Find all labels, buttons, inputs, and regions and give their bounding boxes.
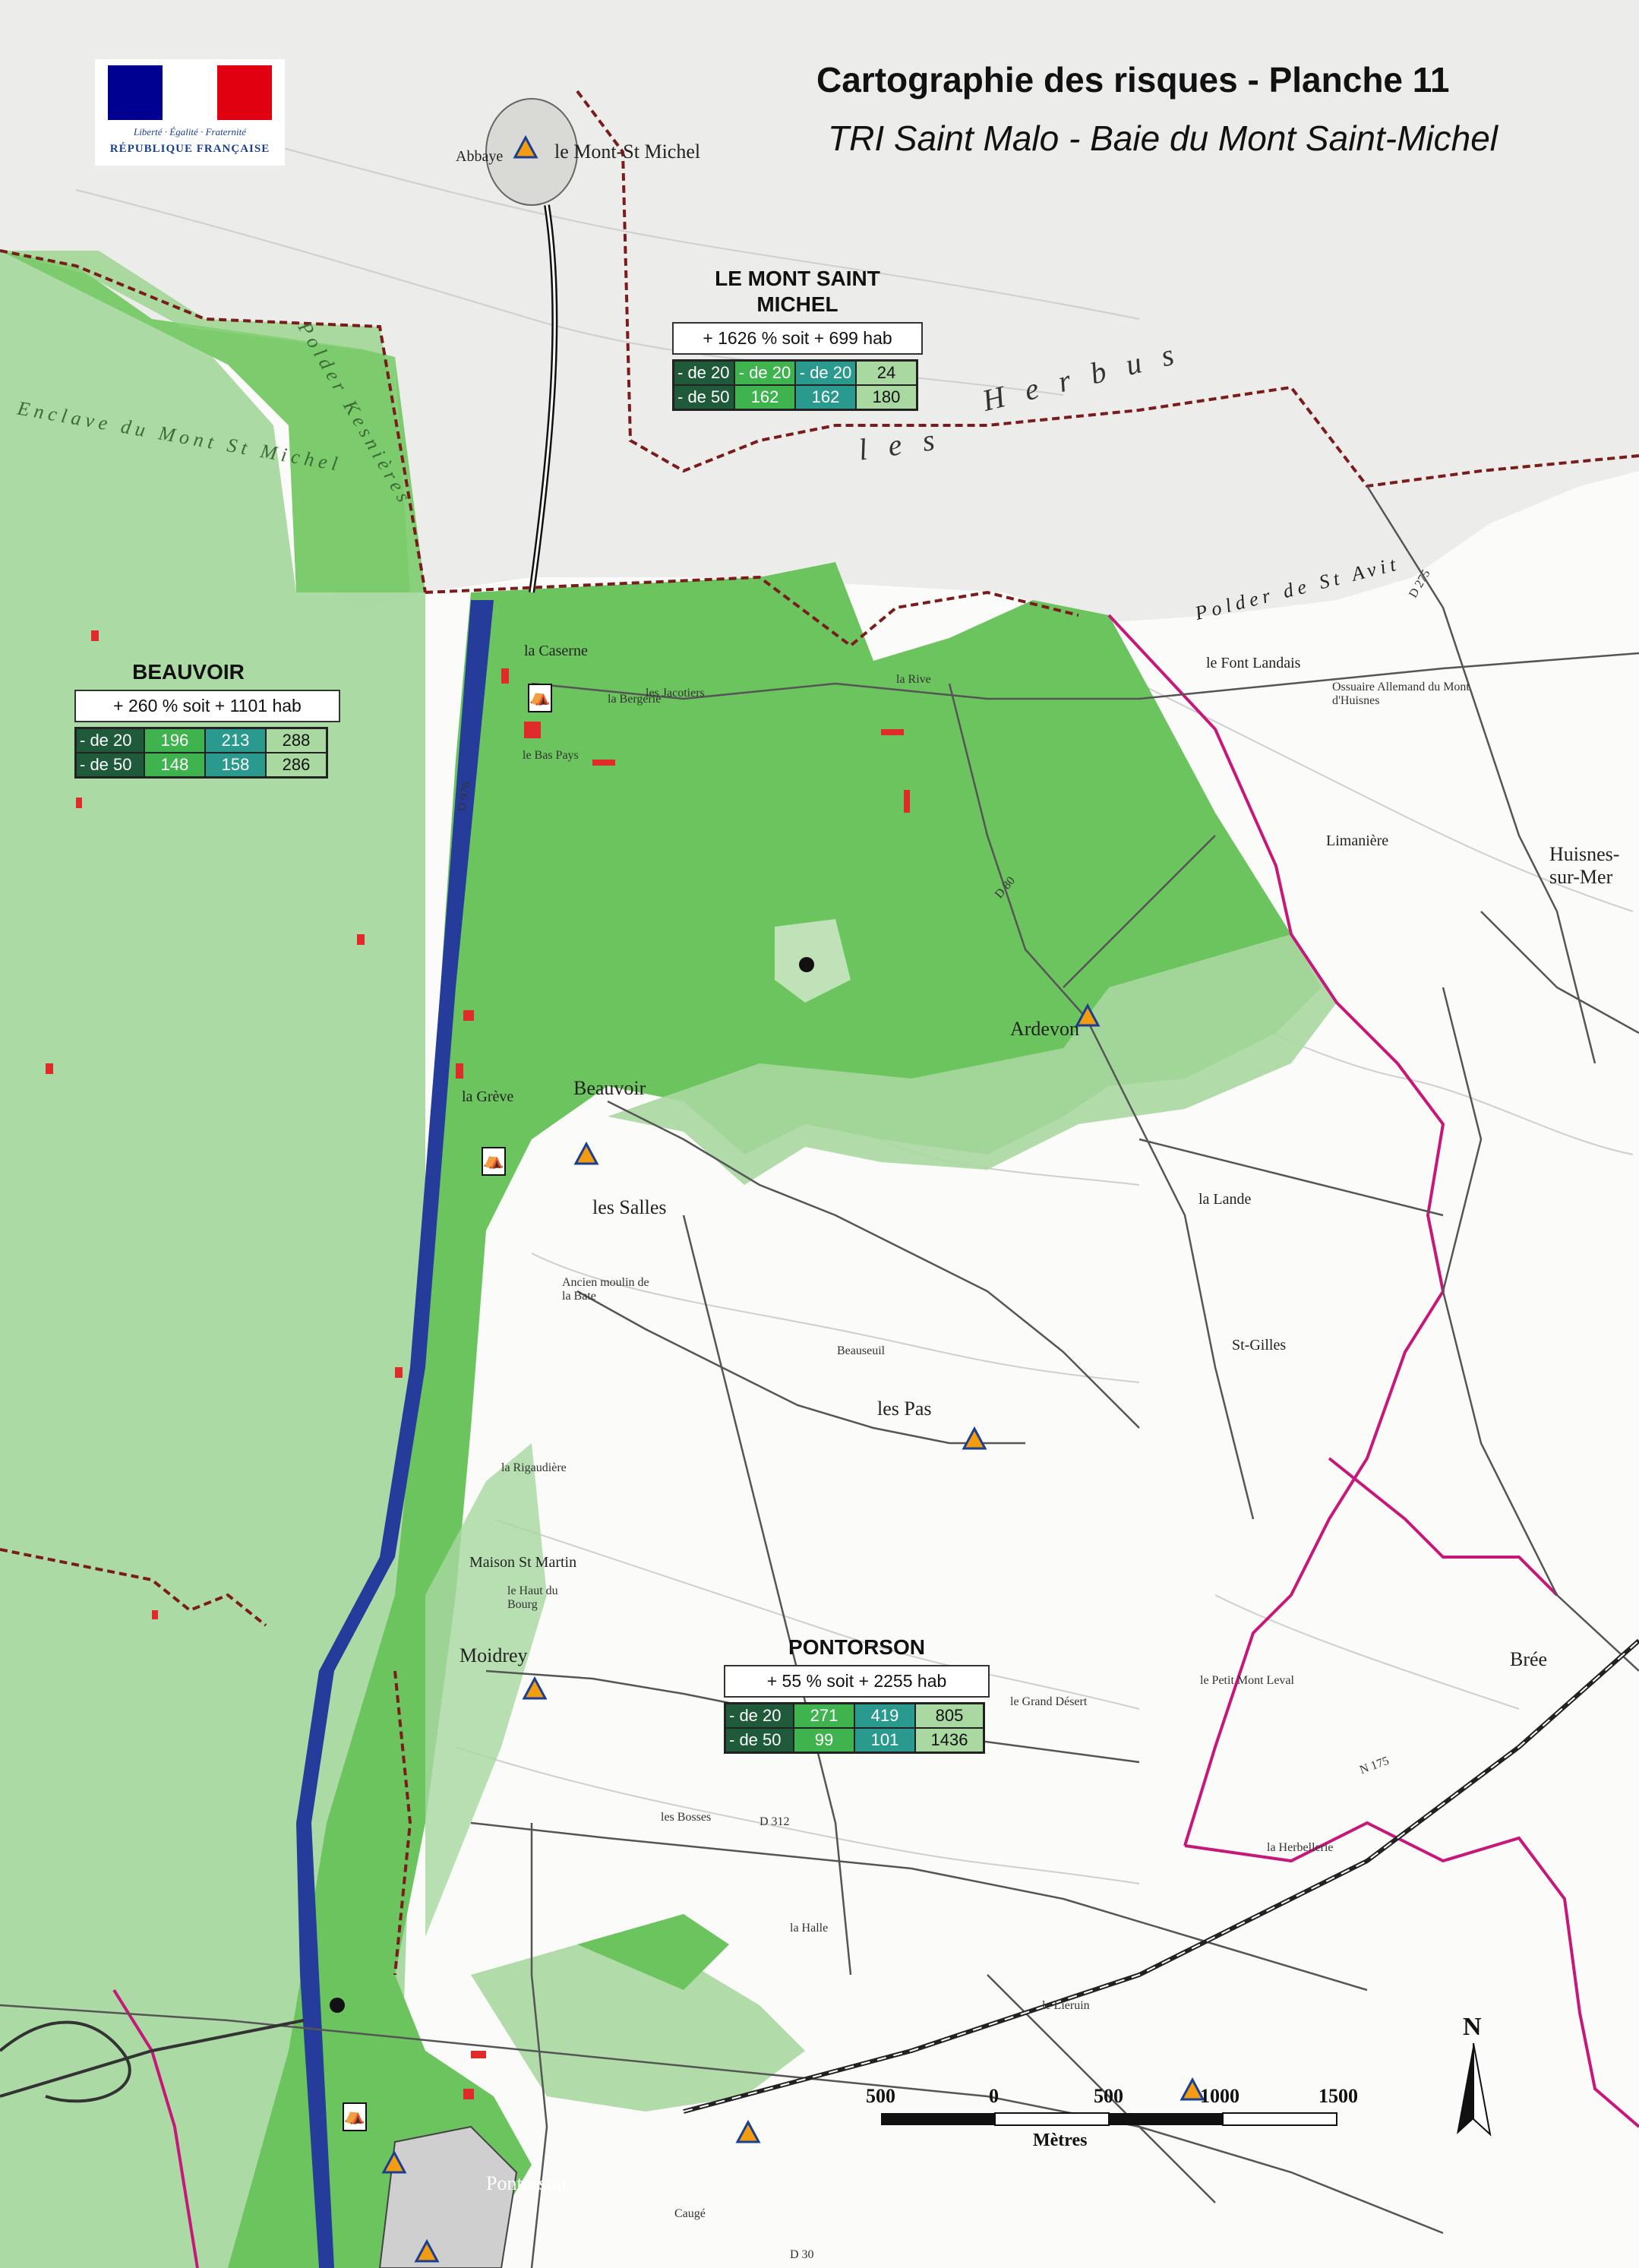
label-la-halle: la Halle — [790, 1922, 829, 1935]
stats-table: - de 20 196 213 288 - de 50 148 158 286 — [74, 727, 328, 779]
commune-name: PONTORSON — [788, 1635, 925, 1659]
label-les-salles: les Salles — [592, 1196, 667, 1218]
label-le-lieruin: le Lieruin — [1042, 1999, 1090, 2012]
label-la-caserne: la Caserne — [524, 643, 588, 659]
tent-icon: ⛺ — [528, 684, 552, 712]
label-la-greve: la Grève — [462, 1088, 514, 1105]
label-moulin: Ancien moulin de la Bate — [562, 1276, 649, 1303]
flood-zone-main — [228, 562, 1322, 2268]
stats-table: - de 20 271 419 805 - de 50 99 101 1436 — [724, 1702, 985, 1754]
scale-bar-graphic — [881, 2112, 1337, 2126]
interchange — [0, 2020, 131, 2103]
label-grand-desert: le Grand Désert — [1010, 1695, 1088, 1708]
commune-summary: + 55 % soit + 2255 hab — [724, 1665, 990, 1698]
label-bree: Brée — [1510, 1648, 1548, 1670]
stats-mont-saint-michel: LE MONT SAINT MICHEL + 1626 % soit + 699… — [672, 266, 923, 411]
label-moidrey: Moidrey — [459, 1644, 528, 1666]
label-la-herbellerie: la Herbellerie — [1267, 1841, 1334, 1854]
flood-zone-polder-north — [0, 251, 425, 592]
poi-dot-icon — [799, 957, 814, 972]
label-ossuaire: Ossuaire Allemand du Mont d'Huisnes — [1332, 681, 1470, 707]
commune-name: LE MONT SAINT MICHEL — [715, 267, 880, 316]
label-le-bas-pays: le Bas Pays — [523, 749, 579, 762]
label-pontorson: Pontorson — [486, 2172, 567, 2194]
stats-pontorson: PONTORSON + 55 % soit + 2255 hab - de 20… — [724, 1635, 990, 1754]
french-flag-icon — [108, 65, 272, 120]
commune-summary: + 260 % soit + 1101 hab — [74, 690, 340, 722]
buildings-at-risk — [46, 630, 910, 2099]
label-mont-st-michel: le Mont-St Michel — [554, 141, 701, 163]
bay-area — [0, 0, 1639, 623]
scale-bar: 500 0 500 1000 1500 Mètres — [866, 2085, 1358, 2153]
north-arrow-icon — [1457, 2042, 1492, 2137]
label-la-lande: la Lande — [1198, 1191, 1252, 1208]
north-label: N — [1463, 2013, 1482, 2041]
label-beauvoir: Beauvoir — [573, 1077, 646, 1099]
label-ardevon: Ardevon — [1010, 1018, 1079, 1040]
label-d312: D 312 — [759, 1815, 790, 1828]
stats-beauvoir: BEAUVOIR + 260 % soit + 1101 hab - de 20… — [74, 659, 340, 779]
stats-table: - de 20 - de 20 - de 20 24 - de 50 162 1… — [672, 359, 918, 411]
shelter-icons — [381, 134, 1205, 2263]
page-subtitle: TRI Saint Malo - Baie du Mont Saint-Mich… — [828, 118, 1498, 158]
pontorson-town-block — [378, 2125, 518, 2268]
label-limaniere: Limanière — [1326, 832, 1389, 849]
commune-name: BEAUVOIR — [132, 660, 245, 684]
scale-label: 500 — [1094, 2085, 1123, 2107]
logo-motto: Liberté · Égalité · Fraternité — [133, 126, 247, 137]
label-d30: D 30 — [790, 2248, 814, 2261]
scale-label: 1500 — [1318, 2085, 1358, 2107]
scale-units: Mètres — [1033, 2131, 1088, 2150]
tent-icon: ⛺ — [482, 1147, 506, 1176]
label-la-bergerie: la Bergerie — [608, 693, 662, 706]
label-st-gilles: St-Gilles — [1232, 1337, 1287, 1354]
north-indicator: N — [1443, 2013, 1504, 2142]
label-les-bosses: les Bosses — [661, 1811, 712, 1824]
poi-dot-icon — [330, 1998, 345, 2013]
label-beauseuil: Beauseuil — [837, 1344, 886, 1357]
label-mont-leval: le Petit Mont Leval — [1200, 1674, 1294, 1687]
label-maison-st-martin: Maison St Martin — [469, 1554, 577, 1571]
label-les-pas: les Pas — [877, 1398, 932, 1420]
scale-label: 0 — [989, 2085, 999, 2107]
logo-name: RÉPUBLIQUE FRANÇAISE — [109, 143, 270, 155]
label-le-font-landais: le Font Landais — [1206, 655, 1301, 671]
label-huisnes: Huisnes-sur-Mer — [1549, 843, 1620, 888]
republique-francaise-logo: Liberté · Égalité · Fraternité RÉPUBLIQU… — [95, 59, 285, 166]
tent-icon: ⛺ — [343, 2102, 367, 2131]
label-cauge: Caugé — [674, 2207, 706, 2220]
commune-boundaries — [112, 614, 1639, 2268]
label-abbaye: Abbaye — [456, 148, 504, 165]
label-la-rigaudiere: la Rigaudière — [501, 1461, 567, 1474]
dike-lines — [0, 90, 1639, 1976]
page-title: Cartographie des risques - Planche 11 — [816, 60, 1450, 100]
scale-label: 1000 — [1200, 2085, 1240, 2107]
label-la-rive: la Rive — [896, 673, 931, 686]
commune-summary: + 1626 % soit + 699 hab — [672, 322, 923, 355]
scale-label: 500 — [866, 2085, 895, 2107]
label-les-jacotiers: les Jacotiers — [646, 687, 705, 700]
canal — [296, 600, 494, 2268]
label-le-haut-bourg: le Haut du Bourg — [507, 1584, 558, 1611]
